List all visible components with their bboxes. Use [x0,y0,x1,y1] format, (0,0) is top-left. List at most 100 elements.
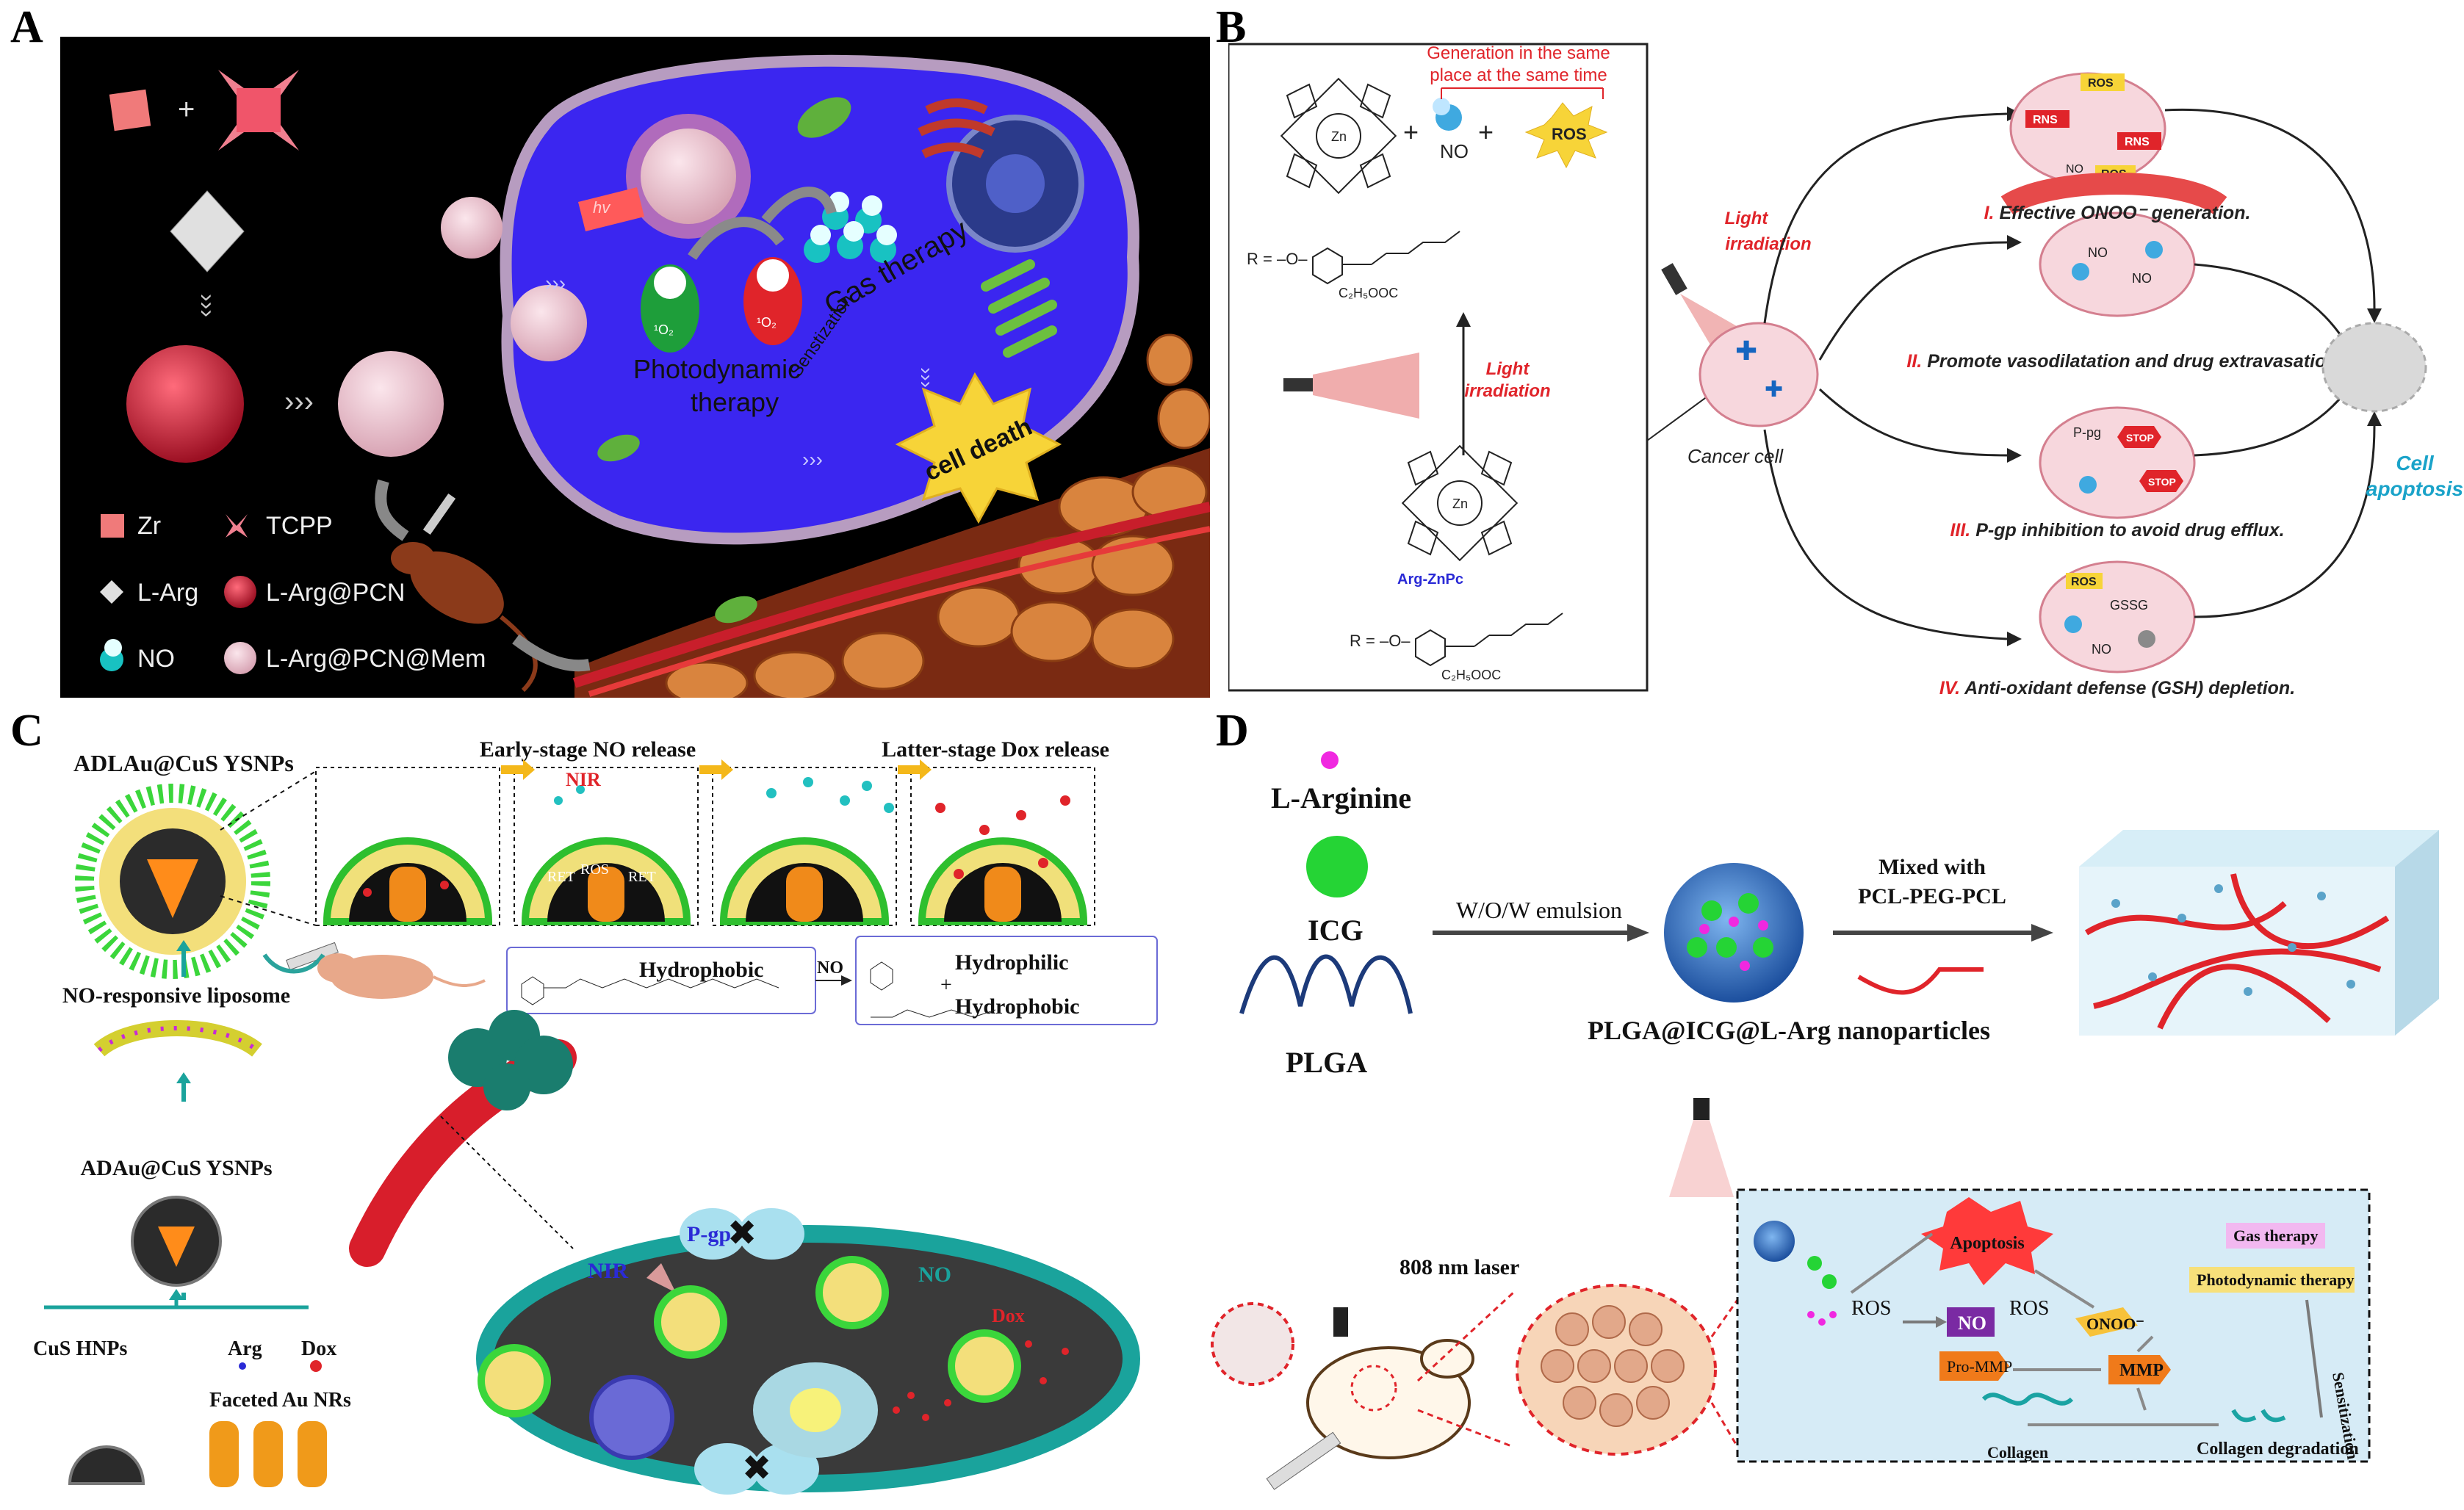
r-definition-bottom: R = –O– [1350,632,1411,650]
larg-octahedron [170,190,245,272]
svg-text:¹O₂: ¹O₂ [757,315,777,330]
flashlight-icon [1283,353,1419,419]
svg-text:place at the same time: place at the same time [1430,65,1607,85]
legend-tcpp-icon [226,514,248,538]
step-cell-4: ROS GSSG NO [2039,560,2196,673]
apoptosis-label: Apoptosis [1950,1234,2024,1253]
cus-hollow-icon [68,1445,145,1485]
svg-text:›››: ››› [802,448,823,471]
panel-b: Zn + NO + ROS Generation in the same pla… [1228,43,2463,698]
gas-therapy-tag [2226,1223,2325,1249]
panel-d: L-Arginine ICG PLGA W/O/W emulsion PLGA@… [1211,751,2439,1490]
svg-text:Pro-MMP: Pro-MMP [1947,1357,2012,1376]
cancer-cell-icon [1698,322,1819,427]
svg-text:RNS: RNS [2033,114,2058,126]
svg-text:NO: NO [2088,245,2108,260]
liposome-label: NO-responsive liposome [62,983,290,1008]
panel-c: ADLAu@CuS YSNPs Early-stage NO release L… [33,737,1158,1495]
znpc-structure-bottom [1401,444,1519,562]
apoptotic-cell-icon [2321,322,2427,413]
svg-text:¹O₂: ¹O₂ [654,322,674,337]
svg-text:Gas therapy: Gas therapy [2233,1227,2319,1245]
latter-stage-label: Latter-stage Dox release [882,737,1109,762]
step-2-label: II. Promote vasodilatation and drug extr… [1906,351,2342,372]
svg-text:Zr: Zr [137,512,161,540]
nanoparticle-d [1664,863,1804,1003]
svg-text:MMP: MMP [2119,1361,2164,1380]
nanoparticle-label: PLGA@ICG@L-Arg nanoparticles [1588,1016,1990,1045]
no-box [1947,1307,1995,1337]
arg-znpc-label: Arg-ZnPc [1397,571,1463,588]
hydrogel-block [2079,830,2439,1036]
np-contents [1687,893,1773,971]
svg-text:apoptosis: apoptosis [2366,477,2463,500]
l-arginine-dot [1321,751,1339,769]
mouse-c [317,953,433,999]
tcpp-shape [218,70,299,151]
svg-text:C₂H₅OOC: C₂H₅OOC [1339,286,1398,300]
svg-text:›››: ››› [195,294,221,317]
pro-mmp-badge [1939,1351,2009,1381]
chevrons: ››› ››› ››› [545,272,938,471]
cell-apoptosis-label: Cell [2396,452,2435,474]
panel-a-label: A [10,2,43,52]
svg-text:RNS: RNS [2125,136,2150,148]
laser-icon-top [1693,1098,1710,1120]
blood-vessel [572,502,1210,688]
panel-d-label: D [1216,706,1249,756]
svg-text:PCL-PEG-PCL: PCL-PEG-PCL [1858,884,2006,908]
svg-text:therapy: therapy [691,387,779,417]
mmp-badge [2108,1355,2171,1384]
svg-text:irradiation: irradiation [1725,234,1811,254]
svg-text:L-Arg@PCN@Mem: L-Arg@PCN@Mem [266,645,486,673]
degradation-label: Collagen degradation [2197,1439,2359,1459]
svg-text:Zn: Zn [1331,129,1347,144]
ros-label-2: ROS [2009,1297,2049,1320]
liposome-bilayer [93,1020,262,1057]
svg-text:L-Arg: L-Arg [137,579,198,607]
svg-text:GSSG: GSSG [2110,598,2148,613]
nir-label: NIR [566,769,601,790]
nir-label-2: NIR [588,1259,628,1283]
hydrophilic-label: Hydrophilic [955,950,1068,975]
hydrophilic-box [855,936,1158,1025]
legend-larg-icon [100,580,123,604]
light-irradiation-label: Light [1725,209,1769,228]
au-nanorods [209,1421,327,1487]
ros-label-1: ROS [1851,1297,1891,1320]
mouse-icon [391,542,538,693]
onoo-badge [2075,1307,2138,1337]
znpc-structure-top [1280,77,1397,195]
hv-label: hv [593,198,611,217]
legend-pcn-icon [224,576,256,608]
wound-zoom [1211,1302,1294,1386]
panel-a: hv ¹O₂ ¹O₂ Photodynamic therapy Gas ther… [60,37,1210,698]
dox-dots [363,795,1070,897]
plga-wave [1239,954,1413,1014]
l-arg-pcn-particle [126,345,244,463]
cell-particles [478,1256,1021,1460]
no-dots [554,777,894,813]
l-arginine-label: L-Arginine [1271,781,1411,814]
svg-text:NO: NO [1958,1312,1986,1334]
svg-text:TCPP: TCPP [266,512,333,540]
svg-text:✚: ✚ [1735,336,1757,366]
legend-a: Zr TCPP L-Arg L-Arg@PCN NO L-Arg@PCN@Mem [100,512,486,674]
svg-text:Hydrophobic: Hydrophobic [955,994,1080,1019]
dox-label: Dox [301,1337,336,1360]
dox-label-c: Dox [992,1305,1025,1326]
syringe-c [286,942,339,971]
legend-zr-icon [101,514,124,538]
plga-label: PLGA [1286,1046,1367,1079]
pgp-label: P-gp [687,1222,731,1246]
svg-text:+: + [178,93,195,126]
syringe-d [1266,1431,1341,1490]
svg-text:+: + [1403,117,1419,147]
svg-text:✚: ✚ [1765,378,1783,402]
svg-text:P-pg: P-pg [2073,425,2101,440]
pdt-tag [2189,1267,2355,1293]
step-cell-1: ROS RNS RNS ROS NO [2009,72,2166,185]
syringe-icon [422,493,456,535]
svg-text:NO: NO [137,645,175,673]
svg-text:Zn: Zn [1452,496,1468,511]
